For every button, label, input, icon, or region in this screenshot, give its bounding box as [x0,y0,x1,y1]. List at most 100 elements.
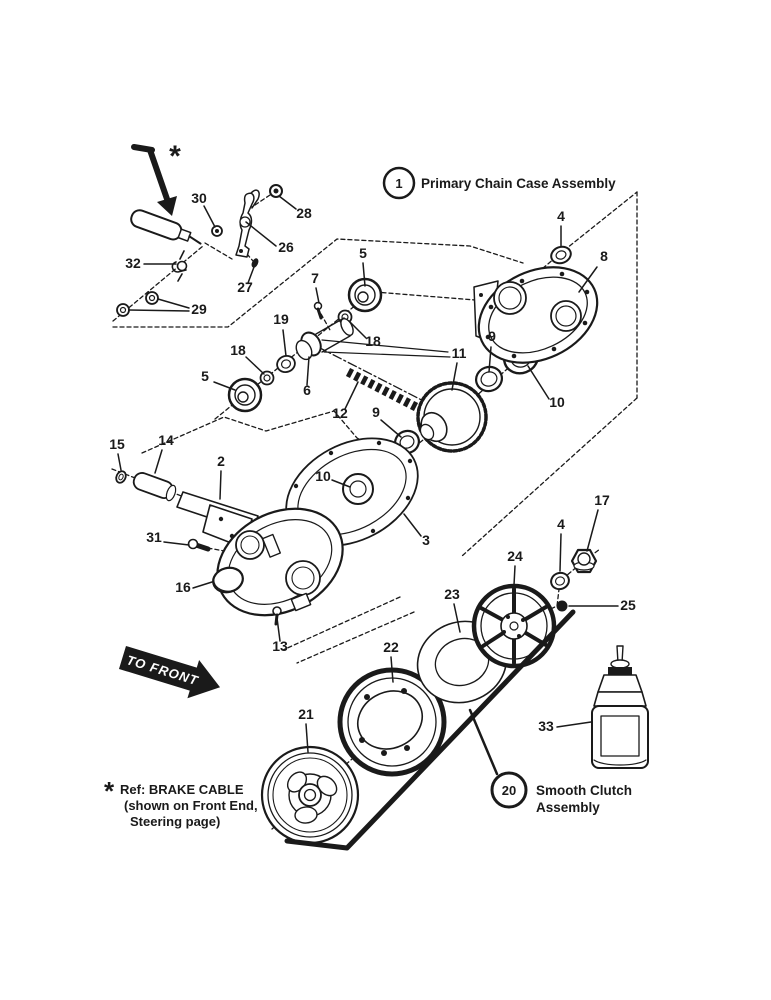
part-callout-29: 29 [191,301,207,317]
part-callout-18: 18 [230,342,246,358]
part-callout-23: 23 [444,586,460,602]
leader-line-23 [453,603,461,633]
part-2-chain-case [176,491,344,617]
part-callout-11: 11 [452,345,467,361]
part-callout-6: 6 [303,382,311,398]
part-callout-27: 27 [237,279,253,295]
cover-bolt-holes [485,271,590,359]
leader-line-12 [344,381,359,410]
to-front-arrow: TO FRONT [118,646,221,699]
leader-line-29 [157,298,190,309]
part-25-nut [556,600,568,612]
leader-line-5 [362,262,366,287]
leader-line-33 [556,721,592,728]
part-30-nut [211,225,223,237]
leader-line-22 [390,656,394,683]
footnote-line2: (shown on Front End, [124,798,258,813]
footnote-asterisk: * [104,776,115,806]
diagram-title: 1 Primary Chain Case Assembly [382,166,616,200]
leader-line-2 [219,470,222,500]
clutch-callout-number: 20 [502,783,516,798]
leader-line-13 [276,617,281,642]
leader-line-28 [278,195,297,210]
title-callout-number: 1 [395,176,402,191]
leader-line-9 [488,346,492,373]
part-5-bearing-lower [227,377,263,413]
part-4-washer-lower [550,571,570,591]
part-14-spacer [132,472,177,502]
part-11-sprocket [416,381,488,453]
part-callout-26: 26 [278,239,294,255]
part-12-chain [345,367,419,412]
clutch-label-line1: Smooth Clutch [536,783,632,798]
leader-line-18 [245,356,265,375]
part-21-pulley [260,745,360,845]
part-callout-10: 10 [549,394,565,410]
leader-line-21 [305,723,309,753]
clutch-assembly-bracket [284,609,576,851]
part-callout-19: 19 [273,311,289,327]
part-callout-4: 4 [557,208,565,224]
leader-line-19 [282,329,287,357]
title-text: Primary Chain Case Assembly [421,176,616,191]
part-32-cable-clip [171,250,188,282]
part-callout-32: 32 [125,255,141,271]
part-17-lock-nut [570,548,598,574]
leader-line-29 [128,309,190,312]
leader-line-9 [380,419,402,438]
part-callout-13: 13 [272,638,288,654]
leader-line-15 [117,453,122,471]
part-callout-17: 17 [594,492,610,508]
part-callout-4: 4 [557,516,565,532]
part-brake-cable [130,209,202,245]
leader-line-16 [192,581,213,589]
part-callout-9: 9 [488,328,496,344]
leader-line-18 [348,320,367,339]
part-callout-12: 12 [332,405,348,421]
footnote: * Ref: BRAKE CABLE (shown on Front End, … [104,776,258,829]
part-31-bolt [187,538,211,552]
leader-line-14 [154,449,163,474]
leader-line-10 [331,479,351,488]
part-callout-5: 5 [359,245,367,261]
leader-line-30 [203,205,216,228]
part-28-nut [269,184,283,198]
footnote-line1: Ref: BRAKE CABLE [120,782,244,797]
part-callout-30: 30 [191,190,207,206]
part-callout-7: 7 [311,270,319,286]
leader-line-27 [247,266,255,284]
part-callout-15: 15 [109,436,125,452]
part-4-washer-upper [550,245,572,265]
leader-line-11 [451,362,458,391]
part-7-screw [313,301,323,320]
leader-line-7 [315,287,320,304]
leader-line-5 [213,381,236,391]
part-5-bearing-upper [347,277,383,313]
leader-line-3 [403,513,422,537]
part-33-oil-bottle [591,645,649,769]
part-15-ring [115,470,127,484]
leader-line-8 [578,266,598,293]
part-callout-16: 16 [175,579,191,595]
part-24-spoked-hub [471,583,557,669]
part-8-chain-case-cover [473,266,599,364]
part-callout-22: 22 [383,639,399,655]
part-callout-31: 31 [146,529,162,545]
part-callout-2: 2 [217,453,225,469]
part-29-washers [116,291,159,317]
part-callout-25: 25 [620,597,636,613]
part-callout-14: 14 [158,432,174,448]
part-callout-5: 5 [201,368,209,384]
footnote-line3: Steering page) [130,814,220,829]
part-callout-10: 10 [315,468,331,484]
part-9-seal-right [475,365,503,393]
leader-line-10 [527,365,550,400]
part-19-washer [276,354,296,374]
brake-cable-pointer-arrow [131,144,177,216]
part-16-plug-cap [212,566,244,594]
leader-line-26 [245,221,277,247]
brake-pointer-asterisk: * [169,140,181,173]
